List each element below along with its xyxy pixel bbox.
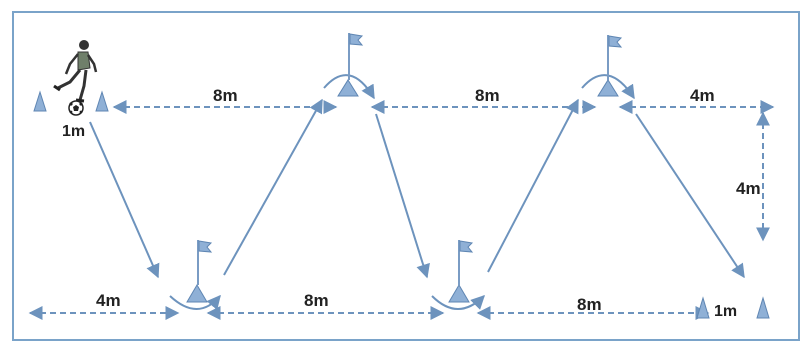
bottom-right-8m-label: 8m: [577, 295, 602, 314]
run-path-1: [89, 121, 160, 279]
bottom-cone-2-icon: [448, 284, 470, 303]
run-path-4: [487, 98, 579, 273]
end-1m-label: 1m: [714, 303, 737, 320]
right-vertical-4m-label: 4m: [736, 179, 761, 198]
run-path-3: [375, 113, 430, 279]
run-path-2: [223, 98, 323, 276]
soccer-ball-icon: [68, 100, 84, 116]
bottom-left-4m-label: 4m: [96, 291, 121, 310]
flag-top-1-icon: [348, 33, 364, 80]
flag-bottom-1-icon: [197, 240, 213, 285]
flag-top-2-icon: [607, 35, 623, 80]
start-1m-label: 1m: [62, 123, 85, 140]
field-frame: [12, 11, 800, 341]
top-left-8m-label: 8m: [213, 86, 238, 105]
start-cone-right-icon: [95, 90, 109, 112]
top-cone-2-icon: [597, 79, 619, 97]
bottom-middle-8m-label: 8m: [304, 291, 329, 310]
top-cone-1-icon: [337, 79, 359, 97]
soccer-player-icon: [53, 40, 98, 103]
run-path-5: [635, 113, 745, 279]
start-cone-left-icon: [33, 90, 47, 112]
turn-arc-bottom-1: [169, 294, 221, 311]
bottom-cone-1-icon: [186, 284, 208, 303]
turn-arc-bottom-2: [431, 295, 485, 310]
end-cone-right-icon: [756, 296, 770, 319]
top-right-8m-label: 8m: [475, 86, 500, 105]
end-cone-left-icon: [696, 296, 710, 319]
flag-bottom-2-icon: [458, 240, 474, 285]
top-right-4m-label: 4m: [690, 86, 715, 105]
